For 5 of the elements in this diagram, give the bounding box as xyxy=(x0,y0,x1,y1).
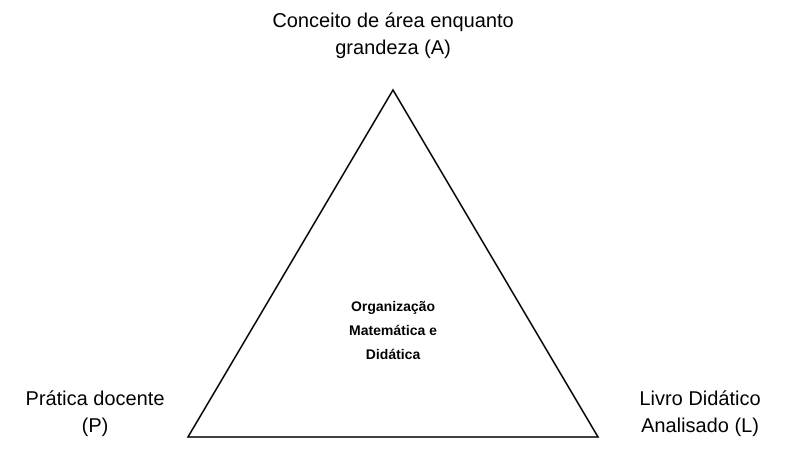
center-text: Organização Matemática e Didática xyxy=(348,297,438,364)
vertex-label: Conceito de área enquanto grandeza (A) xyxy=(271,9,515,61)
vertex-label: Prática docente (P) xyxy=(24,387,166,439)
vertex-label: Livro Didático Analisado (L) xyxy=(638,387,762,439)
triangle-shape xyxy=(186,88,600,439)
